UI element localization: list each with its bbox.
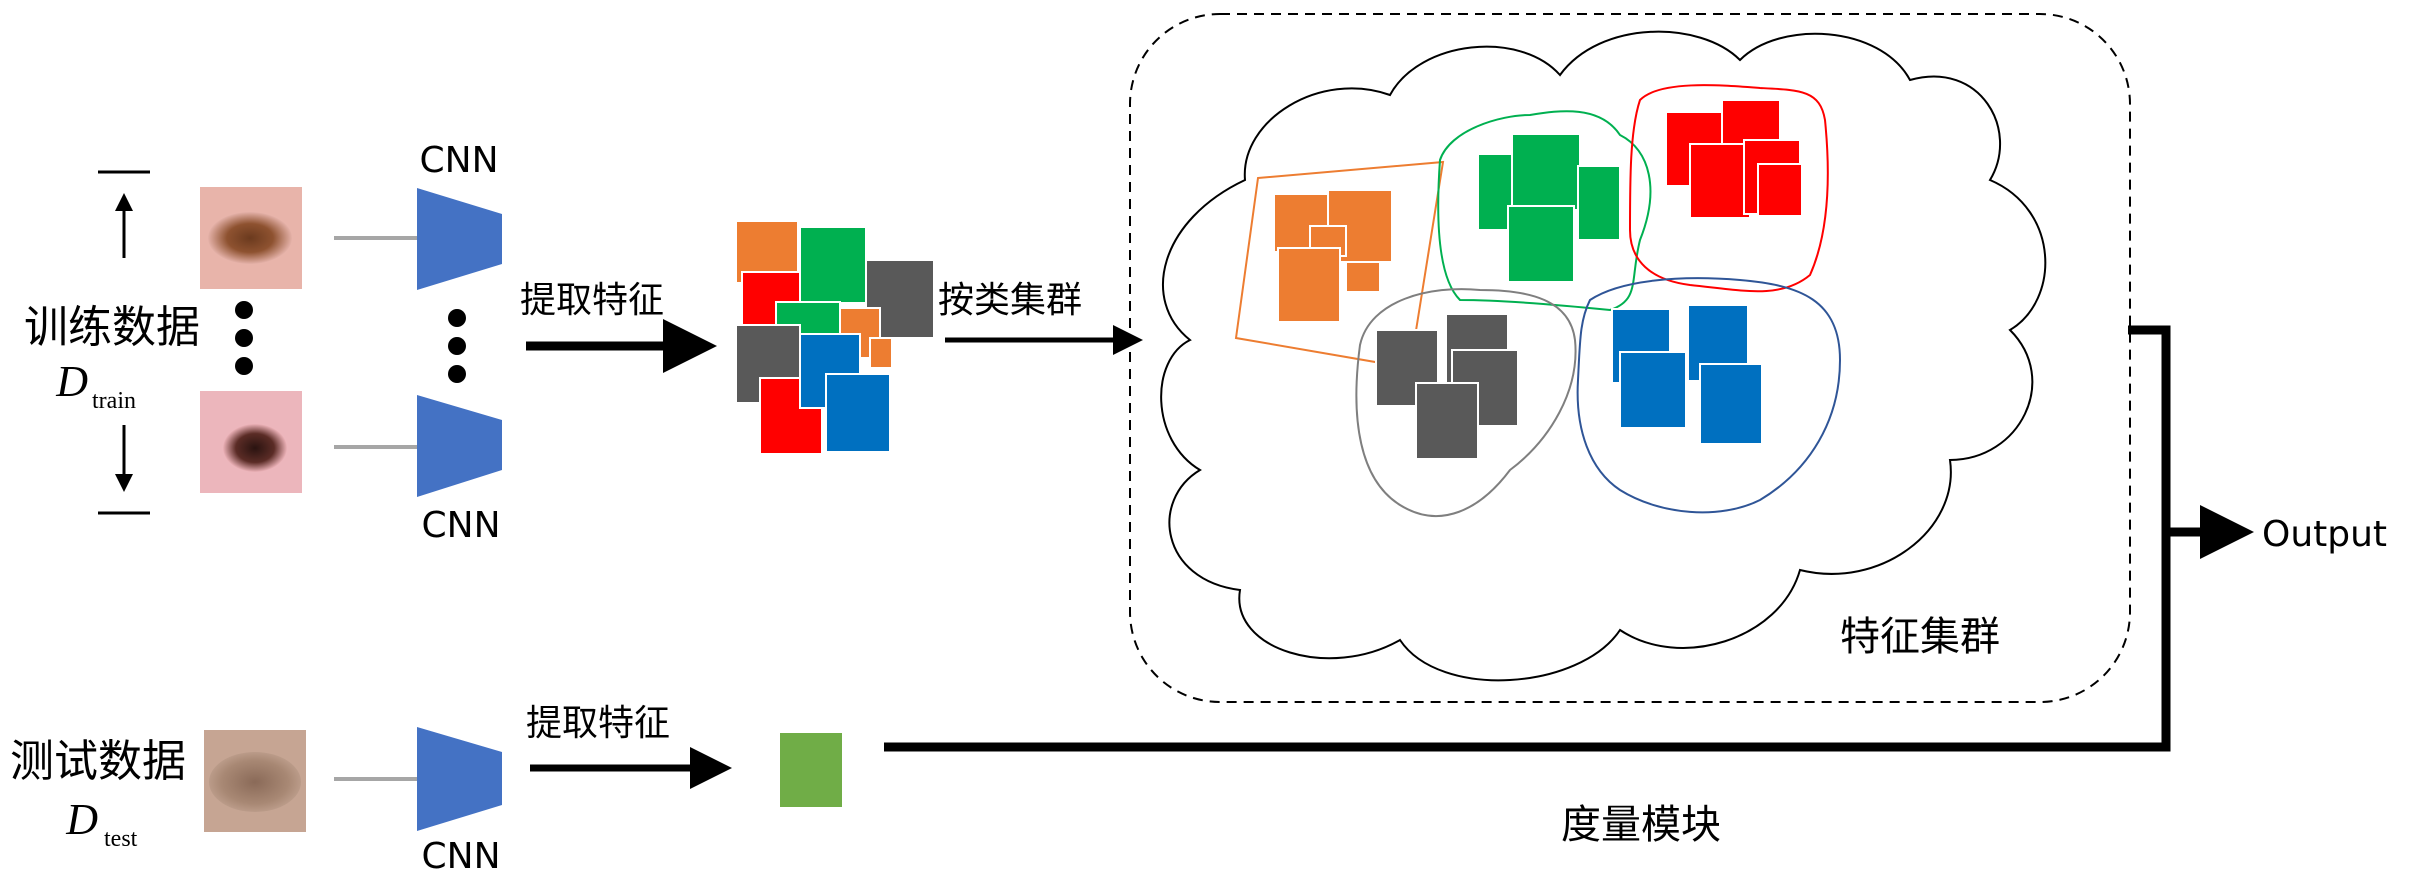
extract-feature-label-test: 提取特征 — [526, 703, 670, 744]
skin-lesion-image-icon — [208, 212, 292, 264]
green-cluster-boundary — [1437, 110, 1652, 312]
skin-lesion-image-icon — [209, 752, 301, 812]
gray-cluster-boundary — [1355, 288, 1577, 517]
train-ellipsis-dots-icon — [235, 301, 253, 375]
metric-module-label: 度量模块 — [1561, 802, 1721, 848]
train-data-symbol: D — [55, 357, 88, 406]
train-bracket — [98, 170, 150, 515]
cloud-icon — [1160, 30, 2047, 682]
feature-cluster-label: 特征集群 — [1840, 614, 2000, 660]
cnn-label-test: CNN — [422, 836, 501, 877]
orange-cluster — [1273, 189, 1393, 323]
test-data-symbol: D — [65, 795, 98, 844]
test-feature-square — [780, 733, 842, 807]
cluster-to-output-connector — [2128, 325, 2171, 538]
cnn-trapezoid-icon — [417, 188, 502, 290]
test-to-output-connector — [884, 520, 2171, 752]
mixed-features — [735, 220, 935, 455]
skin-lesion-image-icon — [223, 424, 287, 472]
blue-cluster-boundary — [1576, 277, 1842, 514]
cluster-by-class-label: 按类集群 — [938, 280, 1082, 321]
gray-cluster — [1375, 313, 1519, 460]
test-data-subscript: test — [104, 826, 138, 852]
train-data-label: 训练数据 — [24, 302, 200, 353]
cnn-trapezoid-icon — [417, 395, 502, 497]
train-data-subscript: train — [92, 388, 136, 414]
red-cluster-boundary — [1628, 84, 1829, 293]
green-cluster — [1477, 133, 1621, 283]
test-image — [204, 730, 306, 832]
output-label: Output — [2262, 514, 2387, 555]
test-data-label: 测试数据 — [10, 736, 186, 787]
cnn-label-bottom: CNN — [422, 505, 501, 546]
cnn-ellipsis-dots-icon — [448, 309, 466, 383]
train-image-2 — [200, 391, 302, 493]
train-image-1 — [200, 187, 302, 289]
extract-feature-label-train: 提取特征 — [520, 280, 664, 321]
feature-cluster-container — [1129, 13, 2131, 703]
cnn-trapezoid-icon — [417, 727, 502, 831]
blue-cluster — [1611, 304, 1763, 445]
cnn-label-top: CNN — [420, 140, 499, 181]
red-cluster — [1665, 99, 1803, 219]
